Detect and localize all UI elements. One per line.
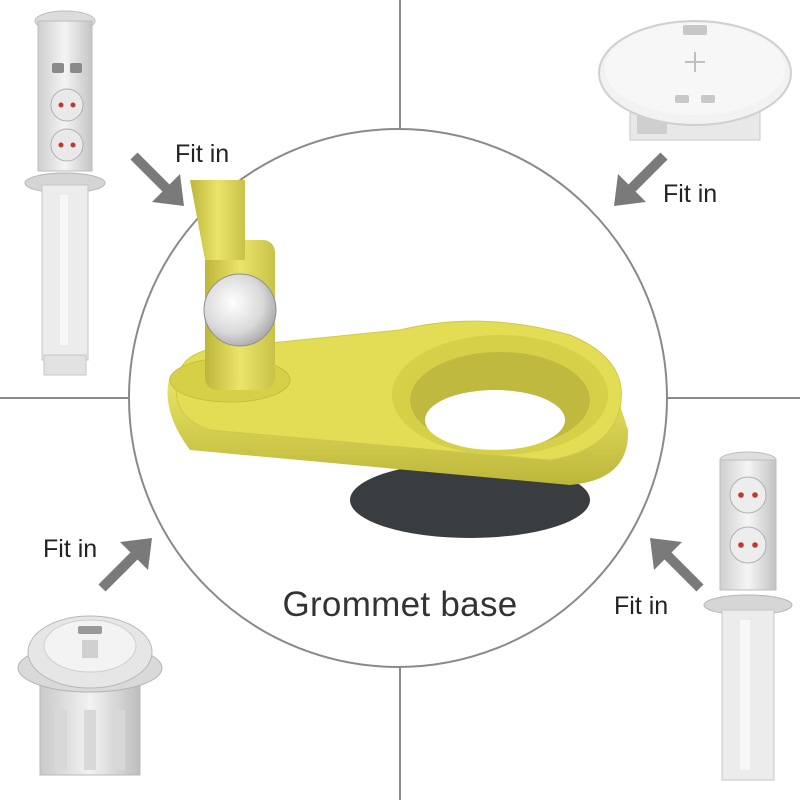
grommet-base-title: Grommet base <box>282 585 518 624</box>
arrow-up-left-icon <box>650 538 704 592</box>
vertical-divider-top <box>399 0 401 140</box>
yellow-grommet-base-image <box>167 180 629 538</box>
wireless-charger-top-right <box>595 15 795 155</box>
horizontal-divider-left <box>0 397 140 399</box>
socket-tower-image <box>24 10 106 376</box>
fit-in-label-top-right: Fit in <box>663 180 718 208</box>
horizontal-divider-right <box>660 397 800 399</box>
vertical-divider-bottom <box>399 660 401 800</box>
round-socket-bottom-left <box>10 590 170 790</box>
wireless-charger-image <box>598 20 792 141</box>
pop-up-socket-tower-top-left <box>20 5 110 385</box>
socket-tower-image-2 <box>703 451 793 781</box>
fit-in-label-top-left: Fit in <box>175 140 230 168</box>
arrow-up-right-icon <box>98 538 152 592</box>
fit-in-label-bottom-left: Fit in <box>43 535 98 563</box>
arrow-down-left-icon <box>614 152 668 206</box>
pop-up-socket-tower-bottom-right <box>700 450 795 790</box>
arrow-down-right-icon <box>130 152 184 206</box>
round-socket-image <box>17 615 163 776</box>
fit-in-label-bottom-right: Fit in <box>614 592 669 620</box>
